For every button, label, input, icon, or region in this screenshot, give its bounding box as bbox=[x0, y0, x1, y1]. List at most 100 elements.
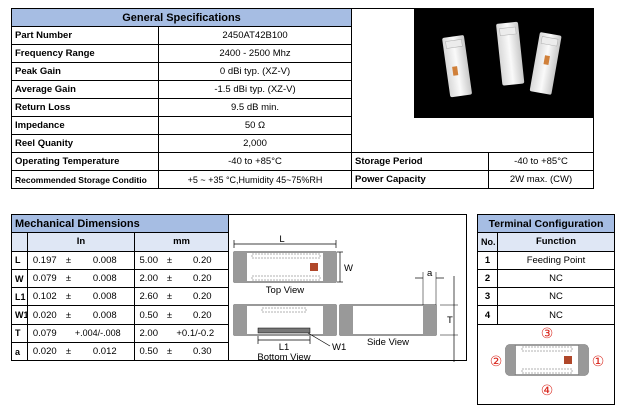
spec-label: Reel Quanity bbox=[11, 134, 159, 153]
dim-label: T bbox=[11, 323, 28, 344]
terminal-no-header: No. bbox=[477, 232, 498, 252]
product-photo bbox=[414, 8, 593, 118]
spec-value: 2,000 bbox=[157, 134, 353, 153]
terminal-function: NC bbox=[496, 305, 616, 325]
pin-2-marker: ② bbox=[490, 354, 503, 370]
dim-in-sign: ± bbox=[61, 268, 76, 289]
top-view-drawing: L W Top View bbox=[233, 234, 353, 296]
bottom-view-label: Bottom View bbox=[257, 352, 310, 363]
dim-in-value: 0.197 bbox=[27, 250, 62, 270]
dim-in-tol: 0.008 bbox=[75, 250, 135, 270]
dim-mm-value: 0.50 bbox=[134, 305, 163, 325]
spec-value: 50 Ω bbox=[157, 116, 353, 135]
dim-in-sign: ± bbox=[61, 287, 76, 307]
operating-temperature-label: Operating Temperature bbox=[11, 152, 159, 171]
terminal-function: NC bbox=[496, 268, 616, 289]
dim-l-label: L bbox=[279, 234, 284, 245]
dim-mm-tol: 0.20 bbox=[176, 268, 230, 289]
dim-in-tol: 0.008 bbox=[75, 268, 135, 289]
dim-mm-sign: ± bbox=[162, 250, 177, 270]
dim-mm-value: 2.00 bbox=[134, 268, 163, 289]
terminal-function: Feeding Point bbox=[496, 250, 616, 270]
dim-mm-value: 0.50 bbox=[134, 342, 163, 362]
dim-in-value: 0.079 bbox=[27, 323, 62, 344]
dim-mm-value: 2.00 bbox=[134, 323, 163, 344]
chip-image-right bbox=[529, 32, 562, 95]
spec-label: Return Loss bbox=[11, 98, 159, 117]
spec-label: Impedance bbox=[11, 116, 159, 135]
dim-mm-value: 5.00 bbox=[134, 250, 163, 270]
side-view-label: Side View bbox=[367, 337, 409, 348]
dim-in-tol: +.004/-.008 bbox=[61, 323, 135, 344]
mechanical-dimensions-table: Mechanical Dimensions In mm L 0.197 ± 0.… bbox=[10, 213, 468, 362]
dim-l1-label: L1 bbox=[279, 342, 290, 353]
dim-in-tol: 0.008 bbox=[75, 287, 135, 307]
dim-in-tol: 0.008 bbox=[75, 305, 135, 325]
power-capacity-label: Power Capacity bbox=[351, 170, 490, 189]
dim-mm-sign: ± bbox=[162, 305, 177, 325]
bottom-view-drawing: L1 Bottom View W1 bbox=[233, 304, 346, 363]
dim-a-label: a bbox=[427, 268, 433, 279]
dim-in-sign: ± bbox=[61, 305, 76, 325]
dim-in-sign: ± bbox=[61, 342, 76, 362]
dim-w-label: W bbox=[344, 263, 353, 274]
storage-period-label: Storage Period bbox=[351, 152, 490, 171]
dim-mm-sign: ± bbox=[162, 342, 177, 362]
dim-in-value: 0.102 bbox=[27, 287, 62, 307]
pin-4-marker: ④ bbox=[541, 383, 554, 399]
dim-t-label: T bbox=[447, 315, 453, 326]
terminal-pin-drawing: ③ ② ① ④ bbox=[490, 326, 605, 399]
dim-in-sign: ± bbox=[61, 250, 76, 270]
pin-1-marker: ① bbox=[592, 354, 605, 370]
unit-mm-header: mm bbox=[133, 232, 230, 252]
dim-in-tol: 0.012 bbox=[75, 342, 135, 362]
mechanical-dimensions-title: Mechanical Dimensions bbox=[10, 213, 230, 234]
mechanical-drawing: L W Top View L1 Bottom View W1 a bbox=[233, 234, 458, 363]
spec-value: 2450AT42B100 bbox=[157, 26, 353, 45]
dim-w1-label: W1 bbox=[332, 342, 346, 353]
storage-period-value: -40 to +85°C bbox=[488, 152, 595, 171]
dim-mm-tol: 0.20 bbox=[176, 250, 230, 270]
dim-mm-value: 2.60 bbox=[134, 287, 163, 307]
dim-in-value: 0.020 bbox=[27, 342, 62, 362]
dim-mm-tol: 0.30 bbox=[176, 342, 230, 362]
terminal-configuration-title: Terminal Configuration bbox=[476, 213, 616, 234]
terminal-no: 2 bbox=[477, 268, 498, 289]
unit-inch-header: In bbox=[27, 232, 135, 252]
dim-mm-sign: ± bbox=[162, 268, 177, 289]
spec-label: Peak Gain bbox=[11, 62, 159, 81]
spec-label: Frequency Range bbox=[11, 44, 159, 63]
dim-label: L1 bbox=[11, 287, 28, 307]
chip-image-left bbox=[442, 35, 472, 98]
dim-in-value: 0.020 bbox=[27, 305, 62, 325]
pin-3-marker: ③ bbox=[541, 326, 554, 342]
terminal-no: 1 bbox=[477, 250, 498, 270]
dim-label: a bbox=[11, 342, 28, 362]
dim-mm-sign: ± bbox=[162, 287, 177, 307]
dim-mm-tol: 0.20 bbox=[176, 287, 230, 307]
power-capacity-value: 2W max. (CW) bbox=[488, 170, 595, 189]
terminal-function-header: Function bbox=[496, 232, 616, 252]
dim-in-value: 0.079 bbox=[27, 268, 62, 289]
dim-mm-tol: +0.1/-0.2 bbox=[162, 323, 230, 344]
chip-image-middle bbox=[496, 21, 525, 86]
spec-value: 2400 - 2500 Mhz bbox=[157, 44, 353, 63]
spec-value: 9.5 dB min. bbox=[157, 98, 353, 117]
spec-label: Average Gain bbox=[11, 80, 159, 99]
dim-label: W1 bbox=[11, 305, 28, 325]
general-specifications-title: General Specifications bbox=[10, 8, 353, 27]
spec-value: -1.5 dBi typ. (XZ-V) bbox=[157, 80, 353, 99]
dim-label: L bbox=[11, 250, 28, 270]
top-view-label: Top View bbox=[266, 285, 305, 296]
dim-label: W bbox=[11, 268, 28, 289]
spec-label: Part Number bbox=[11, 26, 159, 45]
terminal-no: 3 bbox=[477, 287, 498, 307]
terminal-function: NC bbox=[496, 287, 616, 307]
side-view-drawing: a T Side View bbox=[339, 268, 458, 362]
recommended-storage-value: +5 ~ +35 °C,Humidity 45~75%RH bbox=[157, 170, 353, 189]
spec-value: 0 dBi typ. (XZ-V) bbox=[157, 62, 353, 81]
recommended-storage-label: Recommended Storage Conditio bbox=[11, 170, 159, 189]
operating-temperature-value: -40 to +85°C bbox=[157, 152, 353, 171]
